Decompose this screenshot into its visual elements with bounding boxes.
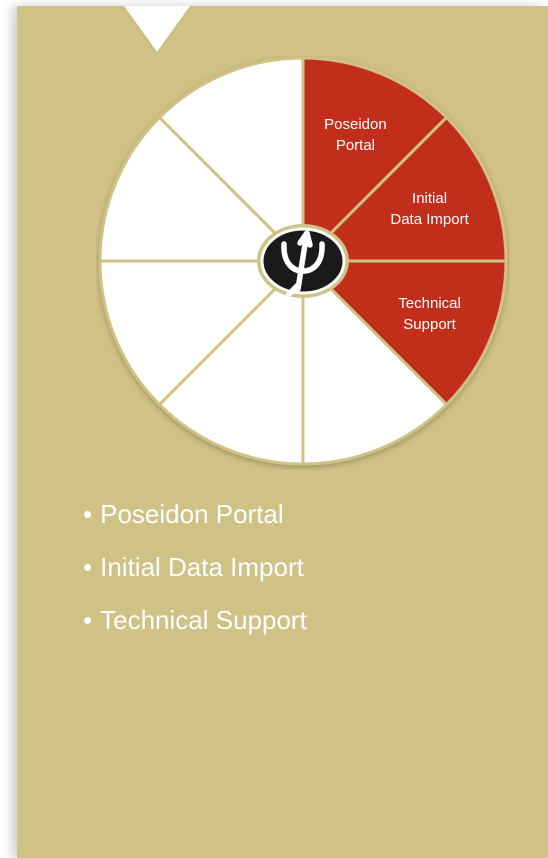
wheel-segment-5 (157, 257, 305, 466)
wheel-segment-6 (98, 259, 307, 407)
wheel-segment-label-line: Support (403, 316, 456, 333)
wheel-segment-label-line: Poseidon (324, 116, 387, 133)
wheel-segment-7 (98, 115, 307, 263)
wheel-segment-1 (301, 56, 449, 265)
wheel-segment-8 (157, 56, 305, 265)
bullet-item: •Technical Support (83, 607, 307, 660)
wheel-segment-label-line: Technical (398, 295, 461, 312)
pointer-notch (124, 6, 190, 52)
wheel-segment-label-line: Data Import (390, 211, 469, 228)
bullet-marker: • (83, 499, 93, 529)
wheel-segment-3 (299, 259, 508, 407)
center-logo (257, 224, 349, 298)
bullet-text: Technical Support (100, 605, 307, 635)
bullet-text: Poseidon Portal (100, 499, 284, 529)
wheel-segment-4 (301, 257, 449, 466)
wheel-segment-2 (299, 115, 508, 263)
bullet-marker: • (83, 605, 93, 635)
bullet-item: •Initial Data Import (83, 554, 307, 607)
wheel-segment-label-line: Portal (336, 137, 375, 154)
bullet-marker: • (83, 552, 93, 582)
psi-trident-icon (281, 230, 325, 297)
bullet-item: •Poseidon Portal (83, 501, 307, 554)
bullet-text: Initial Data Import (100, 552, 304, 582)
wheel-segments (98, 56, 508, 466)
wheel-segment-label-line: Initial (412, 190, 447, 207)
service-bullet-list: •Poseidon Portal•Initial Data Import•Tec… (83, 501, 307, 660)
